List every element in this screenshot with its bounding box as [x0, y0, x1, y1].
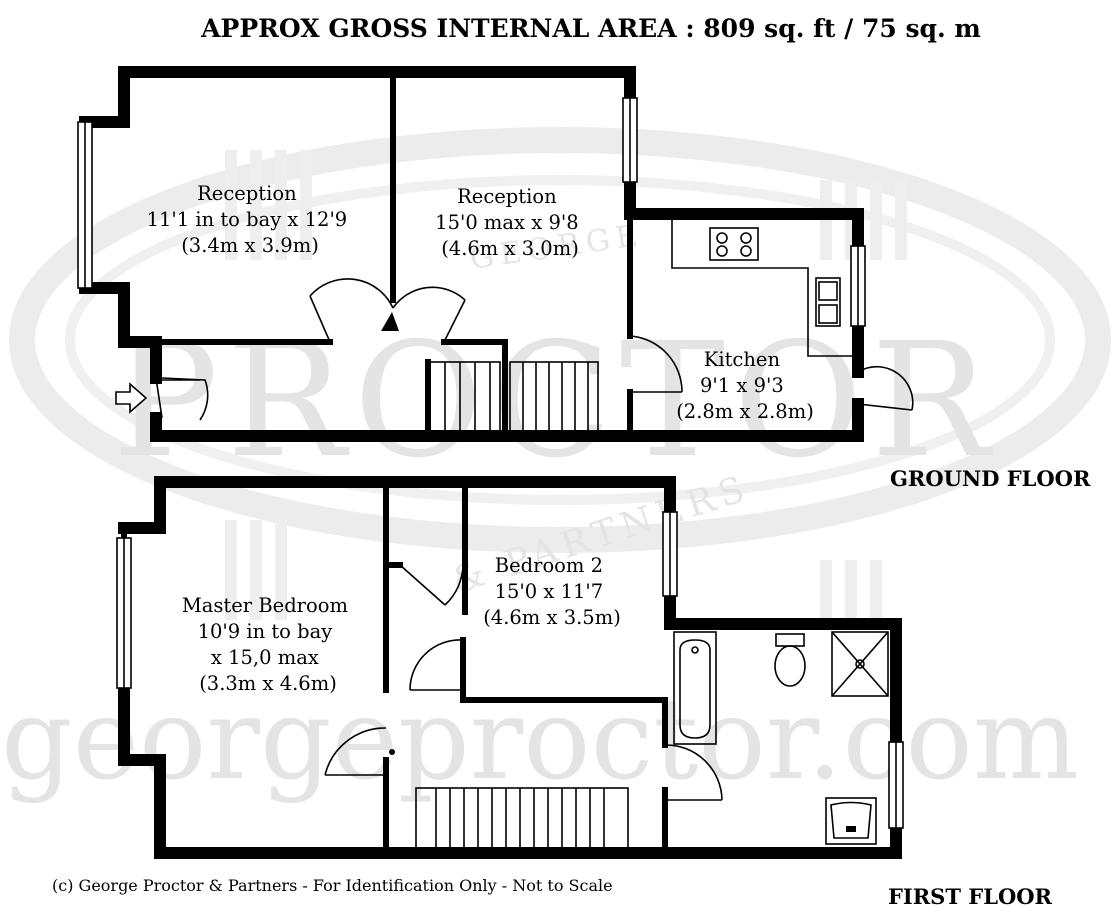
basin-icon — [825, 797, 877, 845]
kitchen-sink-icon — [815, 277, 841, 327]
ground-floor-label: GROUND FLOOR — [890, 466, 1091, 491]
first-floor-label: FIRST FLOOR — [888, 884, 1053, 909]
watermark-brand-text: PROCTOR — [112, 309, 998, 493]
cupboard-door — [399, 564, 464, 606]
bathroom-fixtures — [673, 631, 889, 845]
front-door — [155, 377, 209, 421]
master-bedroom-label: Master Bedroom 10'9 in to bay x 15,0 max… — [182, 594, 354, 695]
entrance-arrow-icon — [115, 382, 148, 414]
first-floor-plan: Master Bedroom 10'9 in to bay x 15,0 max… — [116, 476, 1053, 909]
kitchen-door — [629, 335, 683, 393]
master-bedroom-door — [324, 727, 395, 776]
kitchen-label: Kitchen 9'1 x 9'3 (2.8m x 2.8m) — [676, 348, 814, 423]
kitchen-units — [671, 220, 852, 357]
bedroom2-door — [409, 639, 464, 691]
area-title: APPROX GROSS INTERNAL AREA : 809 sq. ft … — [200, 14, 981, 43]
bath-icon — [673, 631, 717, 745]
ground-stairs — [427, 361, 599, 433]
shower-icon — [831, 631, 889, 697]
hall-door — [309, 278, 466, 343]
reception-rear-label: Reception 15'0 max x 9'8 (4.6m x 3.0m) — [435, 185, 585, 260]
first-floor-stairs — [415, 787, 629, 851]
hob-icon — [709, 227, 759, 261]
bathroom-door — [664, 744, 723, 801]
kitchen-back-door — [857, 365, 914, 411]
bedroom2-label: Bedroom 2 15'0 x 11'7 (4.6m x 3.5m) — [483, 554, 621, 629]
reception-front-label: Reception 11'1 in to bay x 12'9 (3.4m x … — [147, 182, 354, 257]
ground-floor-plan: Reception 11'1 in to bay x 12'9 (3.4m x … — [77, 66, 1091, 491]
toilet-icon — [775, 633, 805, 647]
copyright-footer: (c) George Proctor & Partners - For Iden… — [52, 876, 613, 895]
